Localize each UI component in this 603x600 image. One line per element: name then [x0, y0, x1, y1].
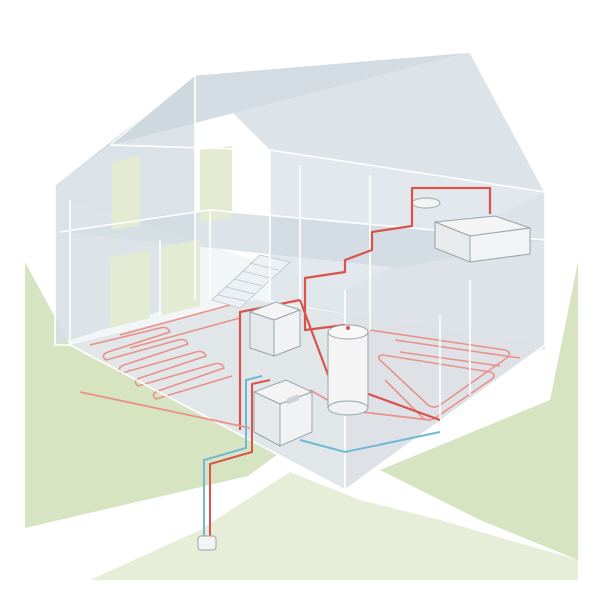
- underfloor-heating-left: [89, 304, 241, 400]
- heat-pump: [252, 379, 314, 447]
- ground-feed-pipe: [209, 379, 271, 540]
- upper-floor-slab: [60, 210, 545, 268]
- window-upper-left: [112, 156, 140, 230]
- bathtub: [434, 215, 531, 263]
- pipe-riser-upper: [303, 200, 414, 300]
- pipe-cold-floor: [299, 431, 441, 454]
- ground-path: [90, 472, 578, 580]
- ground-loop-unit: [197, 535, 217, 551]
- house-outline: [54, 51, 546, 193]
- pipe-to-tank: [303, 300, 346, 332]
- cold-pipes: [203, 375, 441, 540]
- windows: [110, 146, 232, 328]
- tank-bottom: [327, 400, 369, 416]
- pipe-to-washbasin: [410, 186, 492, 214]
- ground-right: [380, 262, 578, 560]
- bathtub-side: [469, 227, 531, 263]
- window-lower-mid: [162, 240, 200, 315]
- buffer-side: [273, 309, 301, 357]
- ground-left: [25, 262, 300, 528]
- buffer-module: [248, 301, 302, 357]
- buffer-front: [249, 311, 275, 357]
- ground: [25, 262, 578, 580]
- tank-top: [327, 324, 369, 340]
- tank-body: [327, 331, 369, 409]
- pipe-ground-return: [203, 375, 263, 540]
- tank-port: [346, 326, 350, 330]
- hot-water-tank: [327, 324, 369, 416]
- heat-pump-display: [287, 394, 299, 405]
- interior-walls: [54, 75, 546, 491]
- window-upper-mid: [200, 146, 232, 222]
- roof-right: [195, 52, 545, 192]
- washbasin: [411, 197, 441, 209]
- heat-pump-side: [279, 391, 313, 447]
- window-lower-left: [110, 250, 150, 328]
